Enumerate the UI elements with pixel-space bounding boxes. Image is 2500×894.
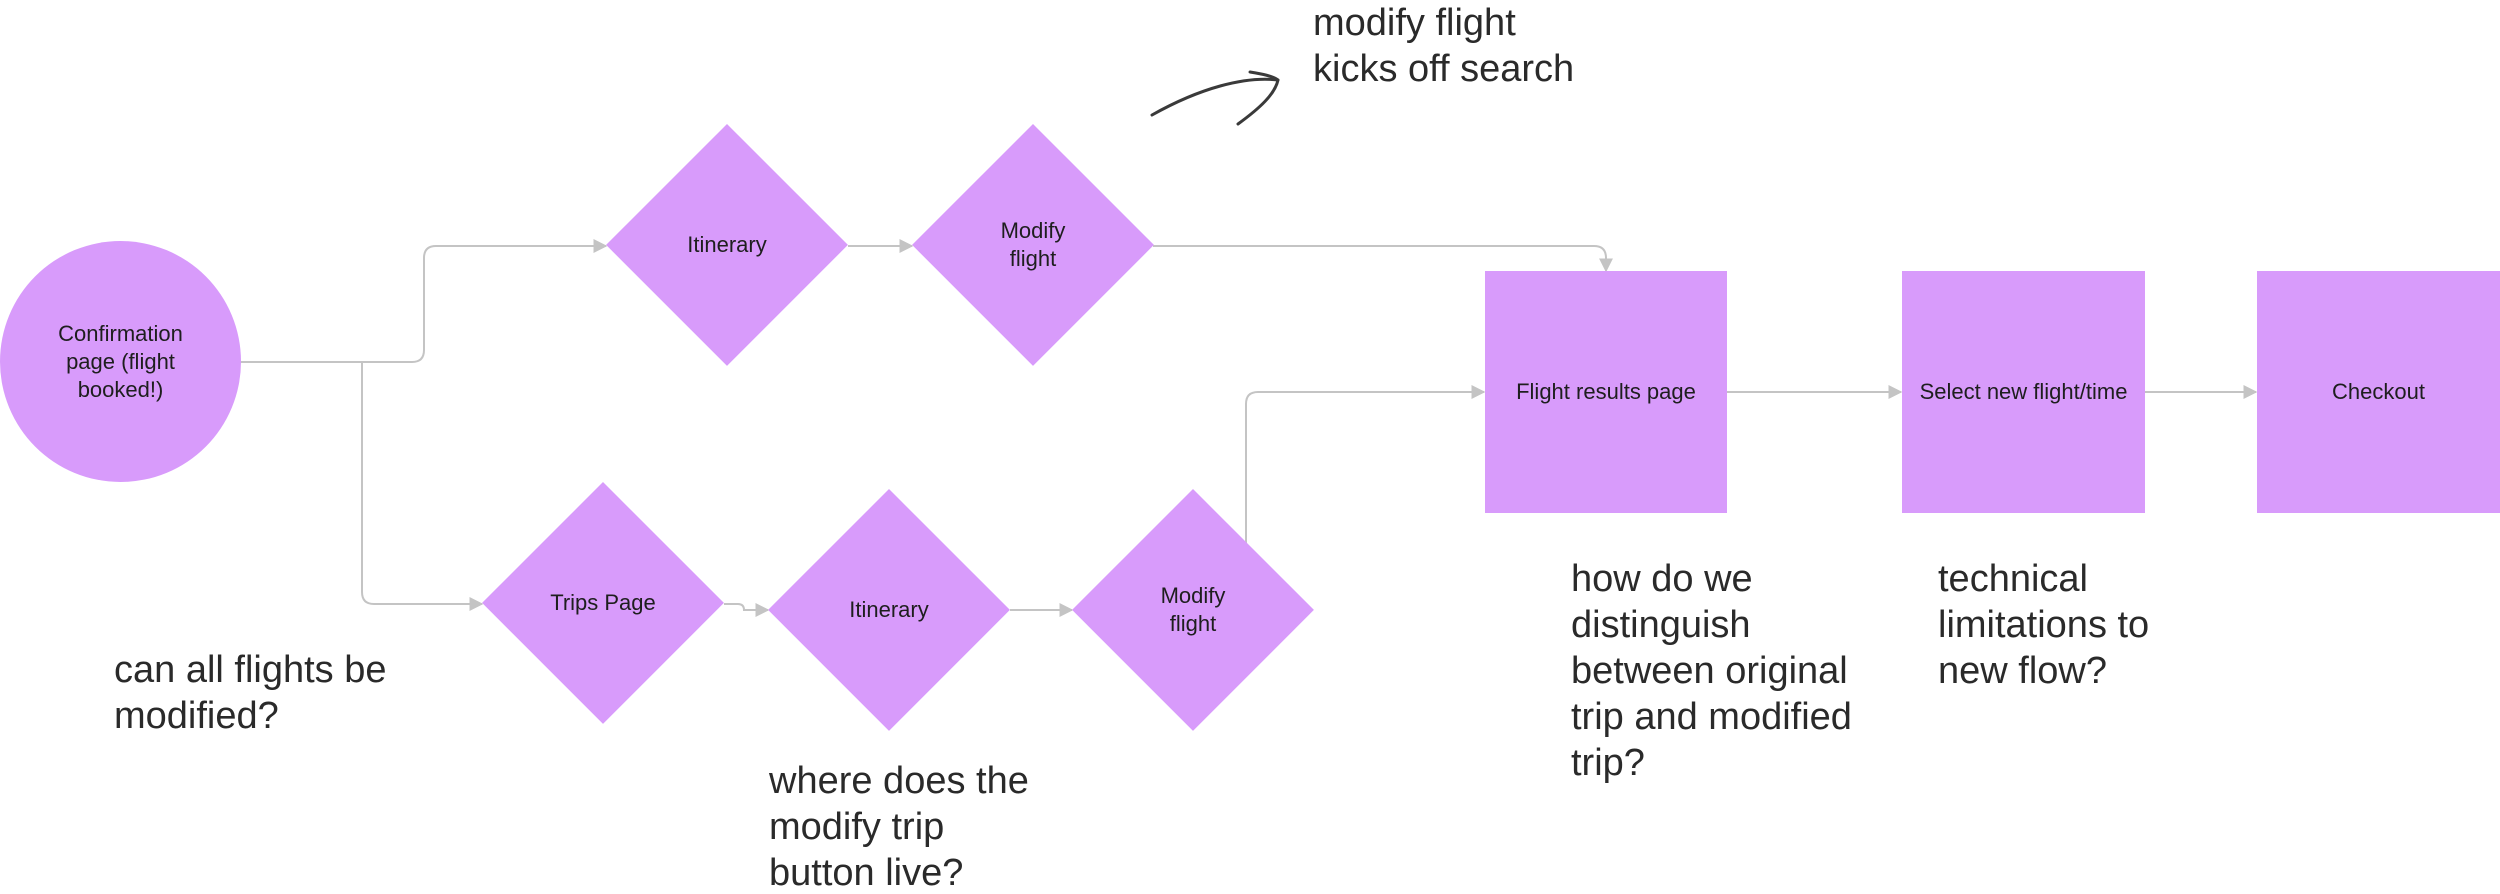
connector-confirmation-to-trips bbox=[361, 362, 484, 611]
note-distinguish-trips: how do we distinguish between original t… bbox=[1571, 558, 1852, 784]
checkout-node[interactable]: Checkout bbox=[2257, 271, 2500, 513]
note-where-modify-button: where does the modify trip button live? bbox=[769, 760, 1029, 894]
connector-modify-bottom-to-flight-results bbox=[1245, 385, 1486, 545]
connector-trips-to-itinerary-bottom bbox=[724, 603, 770, 617]
trips-page-label: Trips Page bbox=[550, 590, 656, 615]
checkout-label: Checkout bbox=[2332, 379, 2425, 404]
itinerary-top-label: Itinerary bbox=[687, 232, 767, 257]
flight-results-page-node[interactable]: Flight results page bbox=[1485, 271, 1727, 513]
confirmation-page-label: Confirmation page (flight booked!) bbox=[58, 320, 183, 402]
itinerary-bottom-node[interactable]: Itinerary bbox=[768, 489, 1010, 731]
select-new-flight-label: Select new flight/time bbox=[1919, 379, 2128, 404]
trips-page-node[interactable]: Trips Page bbox=[482, 482, 724, 724]
hand-drawn-arrow-icon bbox=[1150, 70, 1280, 126]
modify-flight-bottom-node[interactable]: Modify flight bbox=[1072, 489, 1314, 731]
flight-results-page-label: Flight results page bbox=[1516, 379, 1696, 404]
connector-modify-top-to-flight-results bbox=[1153, 245, 1613, 273]
connector-confirmation-to-itinerary-top bbox=[240, 239, 608, 363]
note-kicks-off-search: modify flight kicks off search bbox=[1313, 2, 1575, 90]
modify-flight-top-node[interactable]: Modify flight bbox=[912, 124, 1154, 366]
note-technical-limitations: technical limitations to new flow? bbox=[1938, 558, 2150, 692]
select-new-flight-node[interactable]: Select new flight/time bbox=[1902, 271, 2145, 513]
modify-flight-bottom-label: Modify flight bbox=[1160, 583, 1226, 636]
itinerary-top-node[interactable]: Itinerary bbox=[606, 124, 848, 366]
modify-flight-top-label: Modify flight bbox=[1000, 218, 1066, 271]
itinerary-bottom-label: Itinerary bbox=[849, 597, 929, 622]
confirmation-page-node[interactable]: Confirmation page (flight booked!) bbox=[0, 241, 241, 482]
note-all-flights-modified: can all flights be modified? bbox=[114, 649, 387, 737]
